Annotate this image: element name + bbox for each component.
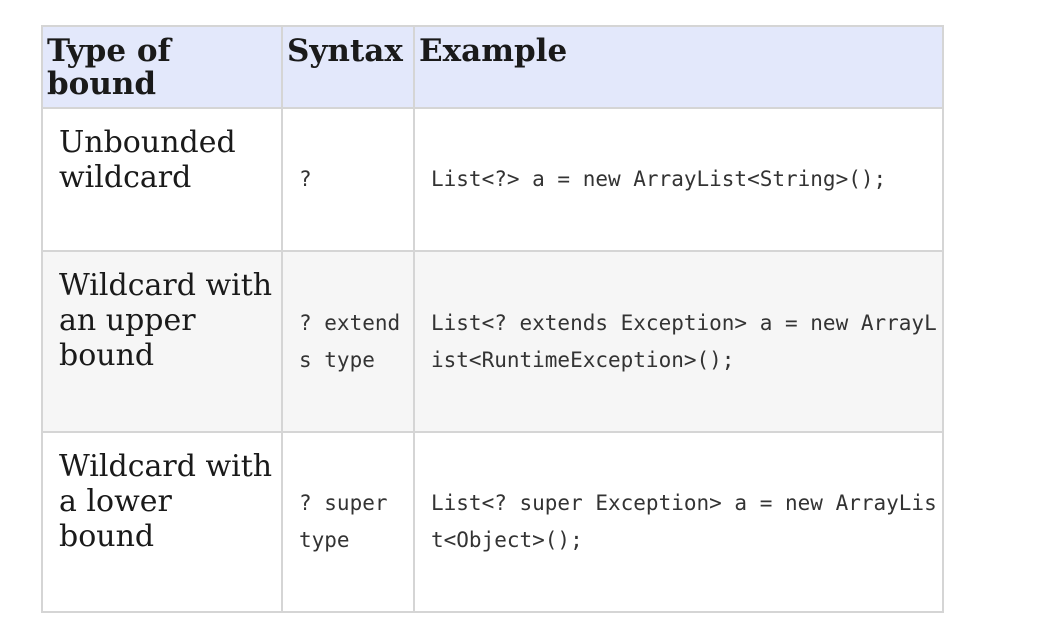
- bound-type-cell: Wildcard with an upper bound: [41, 250, 283, 433]
- syntax-cell: ? super type: [281, 431, 415, 613]
- example-cell: List<? super Exception> a = new ArrayLis…: [413, 431, 944, 613]
- header-row: Type of bound Syntax Example: [41, 25, 944, 109]
- example-cell: List<?> a = new ArrayList<String>();: [413, 107, 944, 252]
- syntax-cell: ?: [281, 107, 415, 252]
- table-row: Wildcard with an upper bound ? extends t…: [41, 250, 944, 433]
- header-type-of-bound: Type of bound: [41, 25, 283, 109]
- table-row: Unbounded wildcard ? List<?> a = new Arr…: [41, 107, 944, 252]
- bound-type-cell: Wildcard with a lower bound: [41, 431, 283, 613]
- header-example: Example: [413, 25, 944, 109]
- example-cell: List<? extends Exception> a = new ArrayL…: [413, 250, 944, 433]
- wildcard-bounds-table: Type of bound Syntax Example Unbounded w…: [41, 25, 944, 613]
- bound-type-cell: Unbounded wildcard: [41, 107, 283, 252]
- table-row: Wildcard with a lower bound ? super type…: [41, 431, 944, 613]
- header-syntax: Syntax: [281, 25, 415, 109]
- syntax-cell: ? extends type: [281, 250, 415, 433]
